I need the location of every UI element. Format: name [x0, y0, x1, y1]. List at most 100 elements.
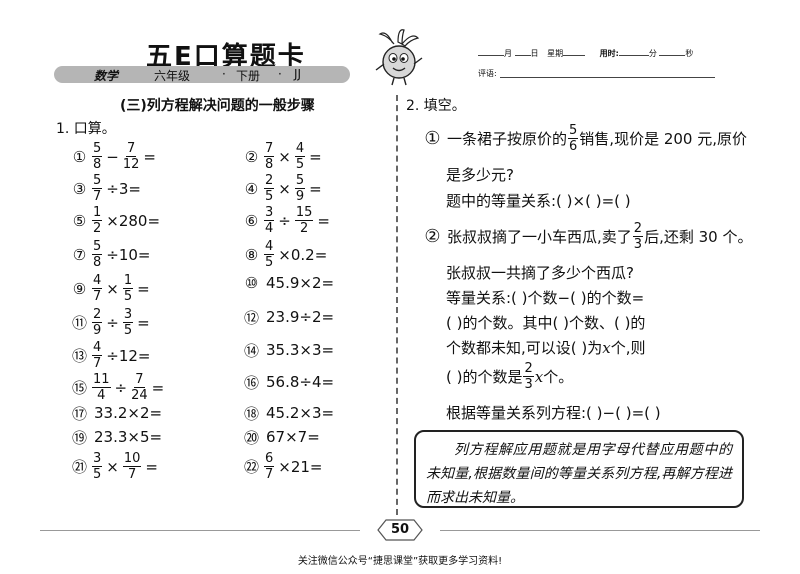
- denominator: 7: [93, 356, 102, 371]
- problem-number: ⑯: [244, 373, 260, 392]
- separator-dot: ·: [278, 67, 282, 81]
- denominator: 9: [295, 189, 305, 204]
- problem-2-line-3[interactable]: 等量关系:( )个数−( )的个数=: [446, 289, 645, 307]
- expression-text: 35.3×3=: [266, 341, 335, 359]
- weekday-blank[interactable]: [563, 47, 586, 56]
- denominator: 7: [265, 467, 274, 482]
- denominator: 5: [265, 255, 274, 270]
- day-blank[interactable]: [514, 47, 531, 56]
- expression-text: 23.9÷2=: [266, 308, 335, 326]
- question-2-title: 2. 填空。: [406, 98, 466, 114]
- problem-text: ( )的个数是: [446, 368, 523, 386]
- month-blank[interactable]: [478, 47, 504, 56]
- denominator: 24: [131, 388, 148, 403]
- denominator: 9: [93, 323, 102, 338]
- variable-x: x: [534, 367, 544, 386]
- expression-text: ×21=: [278, 457, 323, 476]
- evaluation-blank[interactable]: [500, 77, 715, 78]
- denominator: 4: [97, 388, 106, 403]
- footer-text: 关注微信公众号“捷思课堂”获取更多学习资料!: [297, 556, 503, 567]
- variable-x: x: [602, 338, 611, 357]
- problem-number: ⑥: [244, 211, 259, 230]
- problem-1-equation[interactable]: 题中的等量关系:( )×( )=( ): [446, 192, 631, 210]
- numerator: 7: [134, 372, 145, 388]
- problem-text: 一条裙子按原价的: [447, 130, 568, 148]
- numerator: 2: [632, 221, 644, 237]
- problem-number: ㉒: [244, 458, 260, 476]
- problem-number: ⑦: [72, 245, 87, 264]
- denominator: 2: [299, 221, 309, 236]
- problem-number: ④: [244, 179, 259, 198]
- numerator: 7: [125, 141, 137, 157]
- problem-2-line-4[interactable]: ( )的个数。其中( )个数、( )的: [446, 314, 646, 332]
- column-divider: [396, 95, 398, 515]
- denominator: 5: [123, 289, 133, 304]
- denominator: 5: [123, 323, 133, 338]
- problem-number: ①: [424, 128, 441, 149]
- numerator: 5: [568, 123, 579, 139]
- problem-number: ⑮: [72, 379, 88, 397]
- denominator: 12: [122, 157, 140, 172]
- evaluation-label: 评语:: [478, 69, 497, 78]
- numerator: 10: [122, 451, 142, 467]
- expression-text: ×: [106, 457, 119, 476]
- problem-2-line-5[interactable]: 个数都未知,可以设( )为 x 个,则: [446, 337, 646, 358]
- footer-rule: [440, 530, 760, 531]
- expression-text: =: [151, 378, 165, 397]
- problem-2-equation[interactable]: 根据等量关系列方程:( )−( )=( ): [446, 404, 661, 422]
- expression-text: 67×7=: [266, 428, 320, 446]
- denominator: 8: [93, 157, 102, 172]
- tip-box: 列方程解应用题就是用字母代替应用题中的未知量,根据数量间的等量关系列方程,再解方…: [414, 430, 744, 508]
- problem-number: ㉑: [72, 458, 88, 476]
- numerator: 6: [264, 451, 275, 467]
- second-blank[interactable]: [659, 47, 686, 56]
- expression-text: =: [309, 147, 322, 166]
- problem-1-line-2: 是多少元?: [446, 166, 514, 184]
- minute-blank[interactable]: [618, 47, 649, 56]
- expression-text: −: [106, 147, 119, 166]
- problem-number: ⑨: [72, 279, 87, 298]
- problem-text: 销售,现价是 200 元,原价: [579, 130, 748, 148]
- denominator: 5: [93, 467, 102, 482]
- denominator: 8: [265, 157, 274, 172]
- problem-number: ⑬: [72, 347, 88, 365]
- numerator: 1: [122, 273, 134, 289]
- expression-text: ÷: [114, 378, 128, 397]
- numerator: 1: [92, 205, 103, 221]
- problem-number: ⑲: [72, 428, 88, 447]
